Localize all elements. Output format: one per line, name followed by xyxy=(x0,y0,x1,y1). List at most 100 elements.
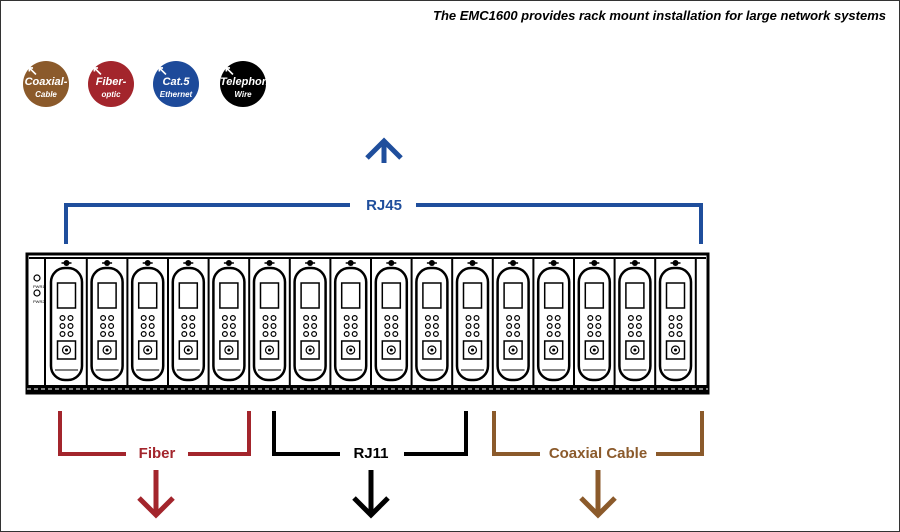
fiber-down-arrow-icon xyxy=(137,470,175,519)
status-led xyxy=(221,315,228,322)
status-led xyxy=(303,331,310,338)
status-led xyxy=(514,331,521,338)
bottom-connector-icon xyxy=(219,340,239,360)
rj45-label: RJ45 xyxy=(366,197,402,214)
fiber-bracket xyxy=(58,411,251,456)
fiber-label: Fiber xyxy=(139,445,176,462)
status-led xyxy=(627,331,634,338)
status-led xyxy=(229,331,236,338)
converter-slot xyxy=(658,258,697,385)
converter-slot xyxy=(618,258,657,385)
status-led xyxy=(473,323,480,330)
bottom-connector-icon xyxy=(503,340,523,360)
status-led xyxy=(506,331,513,338)
converter-slots xyxy=(49,258,697,385)
pwr2-label: PWR2 xyxy=(33,299,45,304)
status-led xyxy=(59,323,66,330)
status-led xyxy=(351,315,358,322)
bottom-connector-icon xyxy=(665,340,686,360)
status-led xyxy=(311,315,318,322)
rj45-port-icon xyxy=(219,282,239,309)
status-led xyxy=(140,323,147,330)
coax-down-arrow-icon xyxy=(579,470,617,519)
status-led xyxy=(148,331,155,338)
status-led xyxy=(587,315,594,322)
rj11-label: RJ11 xyxy=(353,445,388,462)
cat5-ethernet-badge-icon: ↖ Cat.5 Ethernet xyxy=(153,61,199,107)
status-led xyxy=(392,315,399,322)
status-led xyxy=(554,315,561,322)
status-led xyxy=(140,315,147,322)
status-led xyxy=(432,315,439,322)
converter-slot xyxy=(212,258,251,385)
rj45-up-arrow-icon xyxy=(365,137,403,163)
status-led xyxy=(465,315,472,322)
bottom-connector-icon xyxy=(97,340,117,360)
status-led xyxy=(67,315,74,322)
converter-slot xyxy=(455,258,494,385)
status-led xyxy=(635,315,642,322)
status-led xyxy=(270,331,277,338)
bottom-connector-icon xyxy=(340,340,361,360)
bottom-connector-icon xyxy=(422,340,442,360)
status-led xyxy=(221,331,228,338)
status-led xyxy=(595,315,602,322)
status-led xyxy=(546,323,553,330)
bottom-connector-icon xyxy=(137,340,158,360)
status-led xyxy=(189,323,196,330)
converter-slot xyxy=(49,258,88,385)
status-led xyxy=(635,331,642,338)
status-led xyxy=(627,315,634,322)
bottom-connector-icon xyxy=(300,340,320,360)
status-led xyxy=(311,323,318,330)
status-led xyxy=(303,315,310,322)
status-led xyxy=(221,323,228,330)
converter-slot xyxy=(536,258,575,385)
converter-slot xyxy=(171,258,210,385)
rj45-port-icon xyxy=(137,282,158,309)
rj45-port-icon xyxy=(665,282,686,309)
rj45-port-icon xyxy=(259,282,280,309)
coaxial-cable-bracket xyxy=(492,411,704,456)
status-led xyxy=(635,323,642,330)
rj11-bracket xyxy=(272,411,468,456)
status-led xyxy=(148,315,155,322)
rj45-port-icon xyxy=(300,282,320,309)
status-led xyxy=(546,331,553,338)
bottom-connector-icon xyxy=(462,340,483,360)
rj45-port-icon xyxy=(503,282,523,309)
status-led xyxy=(67,323,74,330)
status-led xyxy=(262,315,269,322)
status-led xyxy=(424,331,431,338)
telephone-wire-badge-icon: ↖ Telephone Wire xyxy=(220,61,275,107)
status-led xyxy=(506,323,513,330)
status-led xyxy=(424,315,431,322)
status-led xyxy=(506,315,513,322)
status-led xyxy=(343,323,350,330)
status-led xyxy=(595,331,602,338)
rj45-port-icon xyxy=(543,282,564,309)
status-led xyxy=(343,331,350,338)
status-led xyxy=(546,315,553,322)
status-led xyxy=(67,331,74,338)
converter-slot xyxy=(293,258,332,385)
status-led xyxy=(189,315,196,322)
status-led xyxy=(554,331,561,338)
status-led xyxy=(587,323,594,330)
status-led xyxy=(108,323,115,330)
rj45-port-icon xyxy=(97,282,117,309)
status-led xyxy=(514,315,521,322)
status-led xyxy=(229,323,236,330)
power-led-2 xyxy=(33,289,41,297)
bottom-connector-icon xyxy=(381,340,402,360)
rj45-port-icon xyxy=(56,282,77,309)
status-led xyxy=(140,331,147,338)
status-led xyxy=(432,331,439,338)
converter-slot xyxy=(90,258,129,385)
status-led xyxy=(148,323,155,330)
status-led xyxy=(392,331,399,338)
status-led xyxy=(465,323,472,330)
bottom-connector-icon xyxy=(543,340,564,360)
status-led xyxy=(351,323,358,330)
status-led xyxy=(229,315,236,322)
